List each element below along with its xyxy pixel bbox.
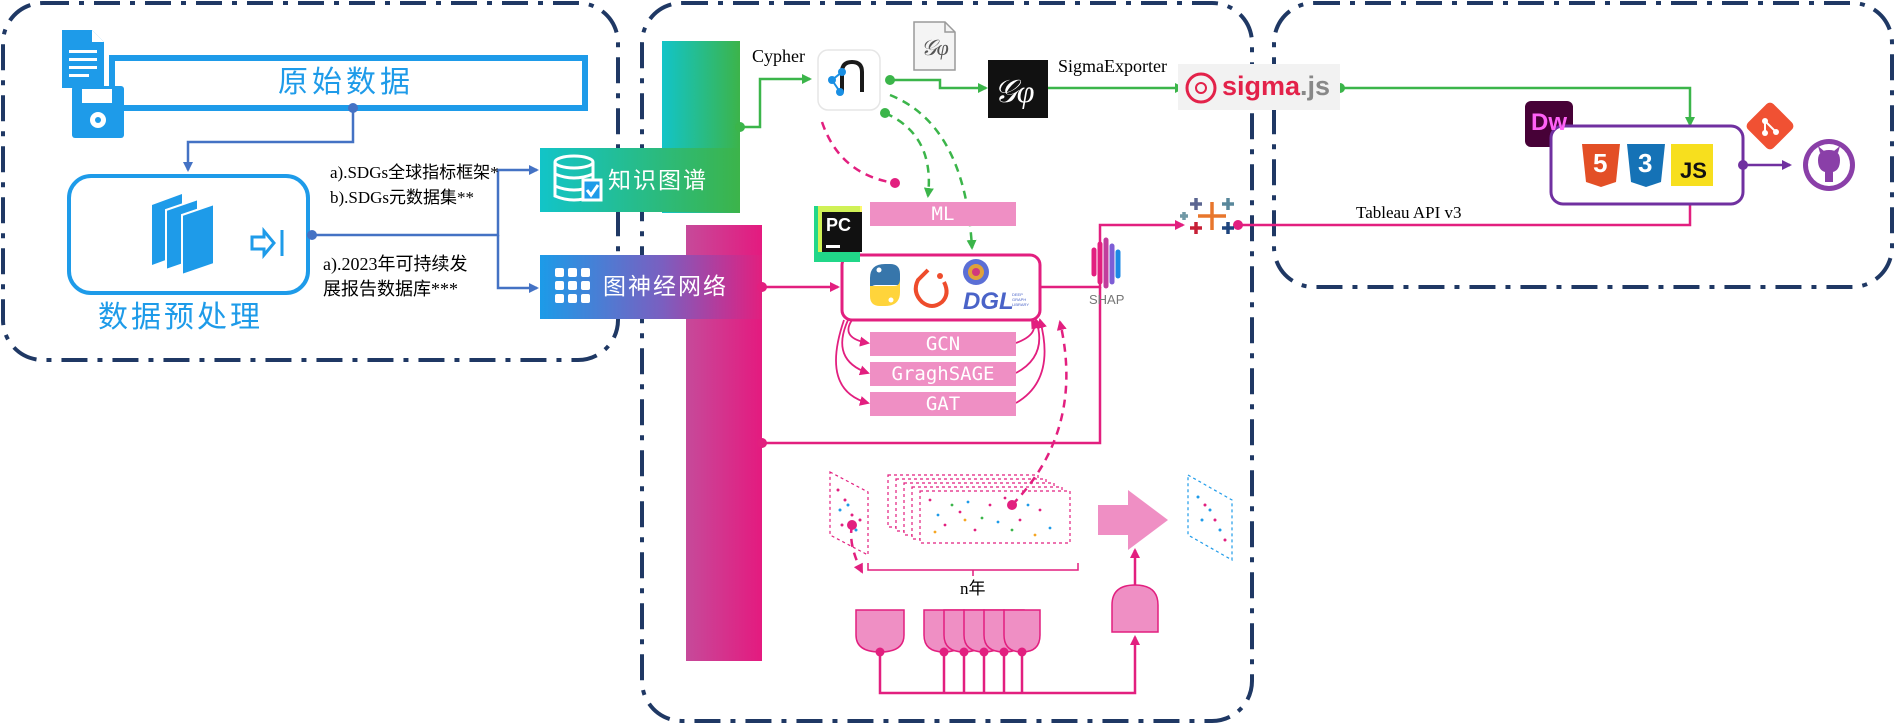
- scatter-small-right: [1187, 473, 1233, 562]
- dgl-subtext: DEEP GRAPH LIBRARY: [1012, 292, 1030, 307]
- source-a-report-line1: a).2023年可持续发: [323, 254, 468, 274]
- preprocess-connectors: [183, 108, 539, 293]
- shap-icon: [1091, 237, 1121, 289]
- model-gcn: GCN: [870, 332, 1016, 356]
- html5-number: 5: [1593, 148, 1608, 178]
- shap-label: SHAP: [1089, 292, 1125, 307]
- knowledge-graph-label: 知识图谱: [608, 168, 708, 194]
- raw-data-box: [109, 55, 588, 111]
- dgl-text: DGL: [963, 288, 1014, 315]
- dgl-icon: [963, 259, 989, 285]
- svg-text:𝒢φ: 𝒢φ: [994, 73, 1035, 109]
- grid-dots-icon: [555, 268, 590, 303]
- pycharm-text: PC: [826, 215, 852, 235]
- css3-icon: [1627, 144, 1665, 187]
- years-label: n年: [960, 579, 986, 598]
- source-a-report-line2: 展报告数据库***: [323, 279, 458, 299]
- sigma-logo-text: sigma.js: [1222, 73, 1330, 100]
- model-graphsage: GraghSAGE: [870, 362, 1016, 386]
- and-gate-icon: [855, 584, 1159, 653]
- magenta-connectors: [762, 195, 1695, 445]
- github-icon: [1803, 139, 1855, 191]
- pycharm-icon: [814, 206, 862, 262]
- preprocess-label: 数据预处理: [98, 300, 263, 335]
- html5-icon: [1582, 144, 1620, 187]
- pytorch-icon: [913, 268, 949, 308]
- stacked-pages-icon: [152, 194, 215, 277]
- block-arrow-icon: [1098, 490, 1168, 550]
- gate-wiring: [878, 548, 1140, 695]
- ml-label-box: ML: [870, 202, 1016, 226]
- sigma-exporter-label: SigmaExporter: [1058, 56, 1167, 76]
- floppy-disk-icon: [72, 86, 124, 138]
- sigma-suffix: .js: [1300, 71, 1331, 101]
- gnn-label: 图神经网络: [603, 274, 728, 300]
- tableau-api-label: Tableau API v3: [1356, 203, 1462, 222]
- js-label: JS: [1680, 158, 1707, 183]
- cypher-label: Cypher: [752, 46, 805, 66]
- database-check-icon: [553, 154, 603, 202]
- svg-text:𝒢φ: 𝒢φ: [921, 35, 949, 60]
- heatmap-matrix-icon: [887, 474, 1071, 544]
- sigma-logo: [1178, 64, 1340, 110]
- gephi-icon: 𝒢φ: [988, 60, 1048, 118]
- css3-number: 3: [1638, 148, 1653, 178]
- python-icon: [870, 264, 900, 306]
- section-web-box: [1272, 1, 1894, 289]
- document-icon: [62, 30, 104, 88]
- section-model-box: [640, 1, 1254, 723]
- import-arrow-icon: [250, 226, 284, 260]
- raw-data-label: 原始数据: [278, 65, 414, 100]
- tableau-icon: [1180, 198, 1234, 234]
- heatmap-dots: [928, 496, 1052, 537]
- source-a-framework: a).SDGs全球指标框架*: [330, 163, 499, 182]
- scatter-small-left: [829, 471, 869, 556]
- source-b-metadata: b).SDGs元数据集**: [330, 188, 475, 207]
- sigma-name: sigma: [1222, 71, 1301, 101]
- js-icon: [1671, 144, 1713, 186]
- gephi-file-icon: 𝒢φ: [913, 21, 956, 71]
- model-gat: GAT: [870, 392, 1016, 416]
- dreamweaver-label: Dw: [1531, 109, 1567, 136]
- heatmap-to-ml-link: [1011, 320, 1068, 506]
- years-brace: [867, 563, 1079, 576]
- sigma-ring-icon: [1185, 72, 1217, 104]
- neo4j-icon: [817, 49, 881, 111]
- ml-feedback-link: [820, 121, 896, 185]
- model-loop-curves: [835, 318, 1047, 406]
- git-icon: [1746, 102, 1794, 150]
